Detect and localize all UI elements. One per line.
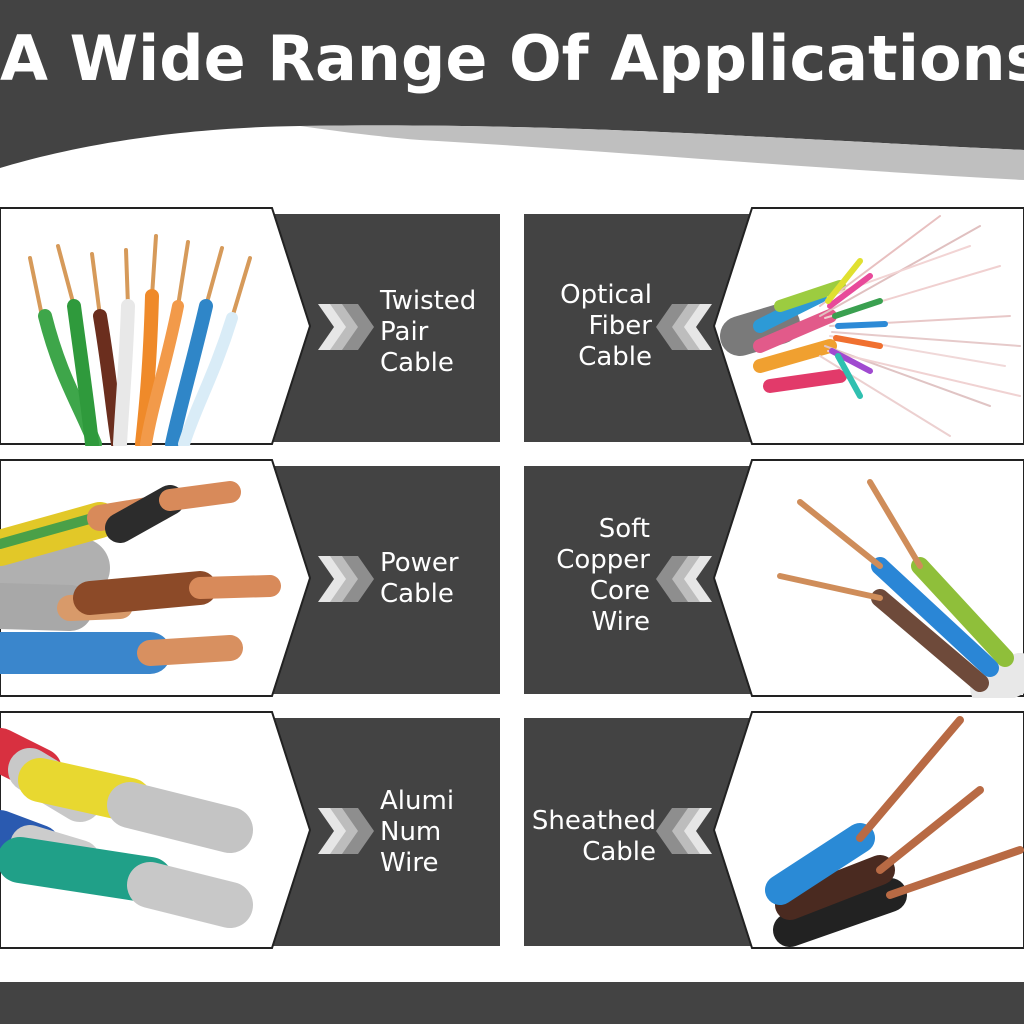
chevron-left-icon bbox=[656, 808, 712, 854]
card-soft-copper-wire: Soft Copper Core Wire bbox=[524, 458, 1024, 698]
optical-fiber-cable-photo bbox=[720, 215, 1021, 437]
card-twisted-pair: Twisted Pair Cable bbox=[0, 206, 500, 446]
card-label: Power Cable bbox=[380, 548, 459, 609]
chevron-left-icon bbox=[656, 556, 712, 602]
card-aluminum-wire: Alumi Num Wire bbox=[0, 710, 500, 950]
header-banner: A Wide Range Of Applications bbox=[0, 0, 1024, 190]
footer-bar bbox=[0, 982, 1024, 1024]
page-title: A Wide Range Of Applications bbox=[0, 22, 1024, 95]
sheathed-cable-photo bbox=[765, 716, 1024, 947]
chevron-left-icon bbox=[656, 304, 712, 350]
soft-copper-wire-photo bbox=[777, 479, 1024, 698]
aluminum-wire-photo bbox=[0, 728, 253, 928]
chevron-right-icon bbox=[318, 808, 374, 854]
card-power-cable: Power Cable bbox=[0, 458, 500, 698]
power-cable-photo bbox=[0, 481, 281, 674]
header-wave-shape bbox=[0, 0, 1024, 190]
twisted-pair-cable-photo bbox=[28, 234, 252, 446]
card-optical-fiber: Optical Fiber Cable bbox=[524, 206, 1024, 446]
card-sheathed-cable: Sheathed Cable bbox=[524, 710, 1024, 950]
card-label: Alumi Num Wire bbox=[380, 786, 455, 878]
card-label: Twisted Pair Cable bbox=[380, 286, 477, 378]
card-label: Optical Fiber Cable bbox=[560, 280, 652, 372]
card-label: Soft Copper Core Wire bbox=[556, 514, 650, 637]
card-label: Sheathed Cable bbox=[531, 806, 656, 867]
chevron-right-icon bbox=[318, 304, 374, 350]
chevron-right-icon bbox=[318, 556, 374, 602]
